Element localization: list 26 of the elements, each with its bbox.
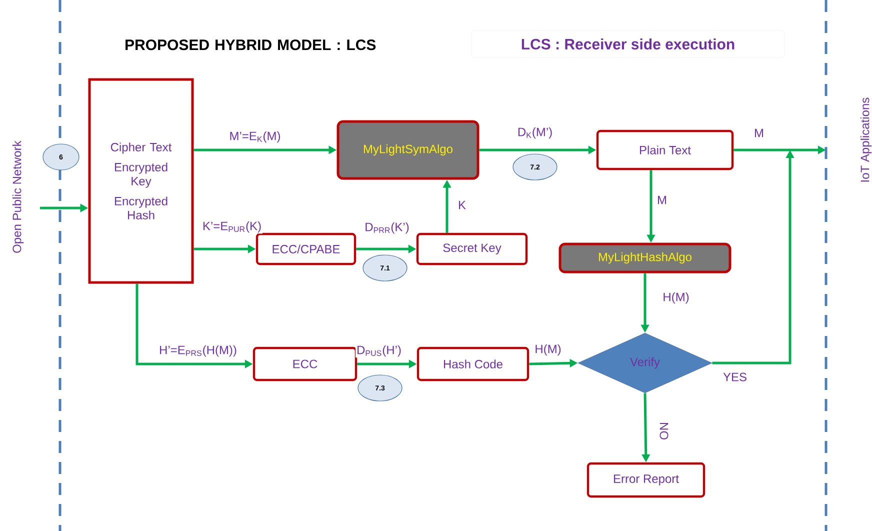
- edge-label: D$_{PUS}$(H’): [356, 344, 402, 358]
- input-box: Cipher Text Encrypted Key Encrypted Hash: [88, 78, 194, 284]
- edge-label: D$_{K}$(M’): [516, 126, 554, 140]
- edge-label: M: [656, 194, 668, 206]
- edge-label: H’=E$_{PRS}$(H(M)): [158, 344, 238, 358]
- edge-label: K’=E$_{PUR}$(K): [201, 220, 263, 234]
- edge-label: M: [753, 128, 765, 138]
- process-box: Error Report: [586, 462, 706, 498]
- side-label: IoT Applications: [860, 98, 872, 182]
- algorithm-box: MyLightHashAlgo: [558, 242, 732, 274]
- edge-label: D$_{PRR}$(K’): [364, 221, 410, 235]
- edge-label: H(M): [534, 343, 562, 357]
- edge-label: YES: [722, 372, 748, 382]
- process-box: Hash Code: [416, 346, 530, 382]
- edge-label: M’=E$_{K}$(M): [228, 130, 282, 144]
- process-box: Plain Text: [596, 130, 734, 170]
- process-box: ECC/CPABE: [256, 232, 356, 266]
- algorithm-box: MyLightSymAlgo: [336, 120, 480, 180]
- title: PROPOSED HYBRID MODEL : LCS: [126, 40, 376, 50]
- edge-label: NO: [658, 421, 670, 441]
- side-label: Open Public Network: [12, 140, 24, 253]
- subtitle-box: LCS : Receiver side execution: [471, 30, 785, 58]
- process-box: ECC: [252, 346, 358, 382]
- edge-label: H(M): [662, 291, 690, 305]
- process-box: Secret Key: [416, 232, 528, 266]
- edge-label: K: [457, 200, 467, 210]
